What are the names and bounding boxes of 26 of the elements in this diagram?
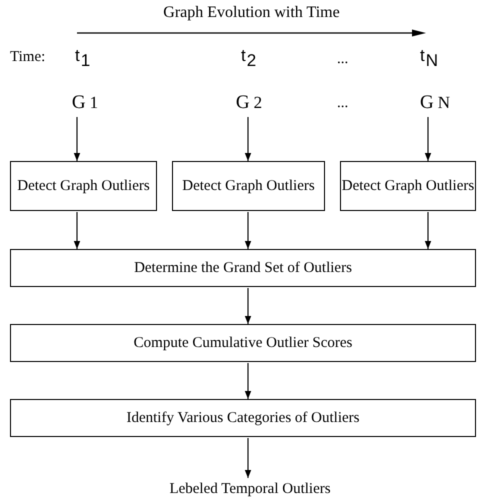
- arrow: [74, 212, 80, 249]
- arrow: [424, 117, 432, 161]
- process-box: [10, 161, 157, 211]
- box-label: Detect Graph Outliers: [342, 178, 474, 194]
- time-label: Time:: [10, 49, 46, 66]
- process-box: [10, 324, 476, 362]
- heading: Graph Evolution with Time: [162, 4, 341, 22]
- box-label: Identify Various Categories of Outliers: [126, 410, 360, 426]
- process-box: [340, 161, 476, 211]
- process-box: [10, 249, 476, 287]
- box-label: Compute Cumulative Outlier Scores: [134, 334, 352, 352]
- output-label: Lebeled Temporal Outliers: [120, 478, 380, 500]
- box-label: Determine the Grand Set of Outliers: [134, 260, 352, 276]
- ellipsis: ...: [337, 51, 348, 68]
- process-box: [172, 161, 325, 211]
- process-box: [10, 399, 476, 437]
- arrow: [244, 288, 252, 324]
- ellipsis: ...: [337, 95, 348, 112]
- arrow: [244, 212, 252, 249]
- arrow: [74, 117, 80, 161]
- arrow: [244, 117, 252, 161]
- box-label: Detect Graph Outliers: [17, 178, 150, 194]
- arrow: [244, 438, 252, 478]
- arrow: [244, 363, 252, 399]
- box-label: Detect Graph Outliers: [182, 178, 315, 194]
- arrow: [424, 212, 432, 249]
